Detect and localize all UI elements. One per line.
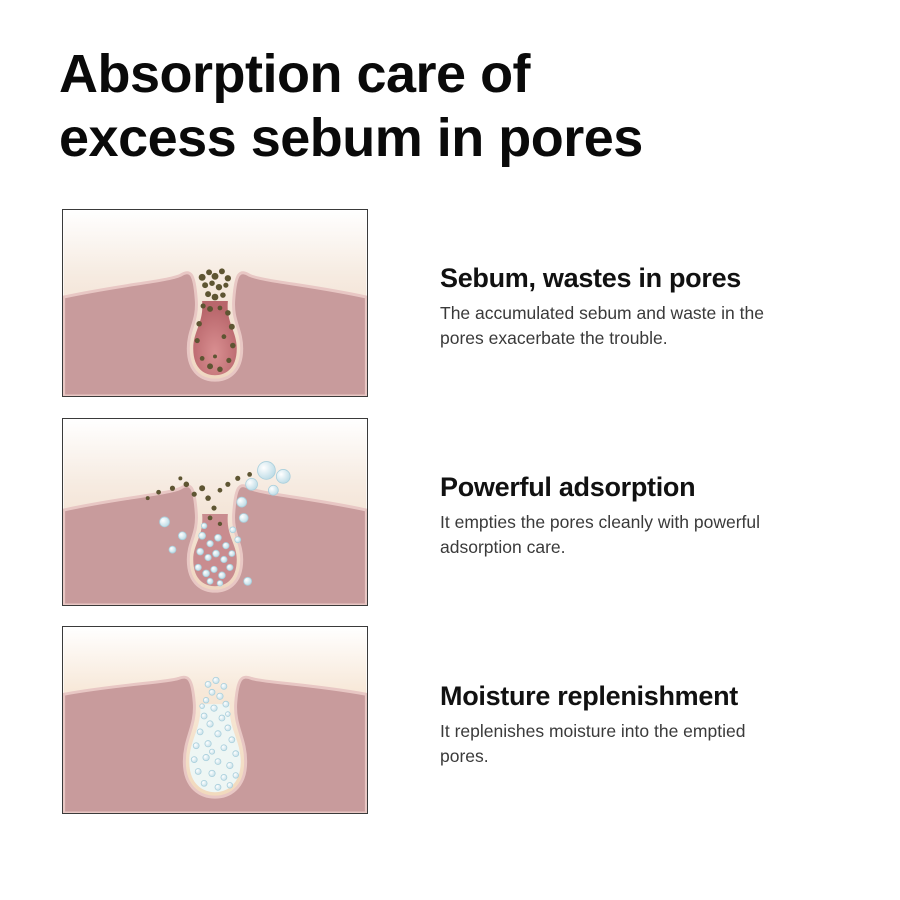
sebum-particles [145, 472, 253, 527]
step-adsorption: Powerful adsorption It empties the pores… [440, 471, 860, 560]
pore-adsorption-illustration [62, 418, 368, 606]
step-heading: Sebum, wastes in pores [440, 263, 741, 293]
moisture-bubbles [190, 676, 240, 791]
step-sebum: Sebum, wastes in pores The accumulated s… [440, 262, 860, 351]
pore-sebum-illustration [62, 209, 368, 397]
step-description: It replenishes moisture into the emptied… [440, 721, 746, 766]
step-description: The accumulated sebum and waste in the p… [440, 303, 764, 348]
bubble-particles [159, 461, 291, 587]
step-moisture: Moisture replenishment It replenishes mo… [440, 680, 860, 769]
pore-moisture-illustration [62, 626, 368, 814]
step-heading: Moisture replenishment [440, 681, 738, 711]
step-heading: Powerful adsorption [440, 472, 696, 502]
sebum-particles [194, 268, 236, 373]
page-title: Absorption care of excess sebum in pores [59, 44, 643, 168]
step-description: It empties the pores cleanly with powerf… [440, 512, 761, 557]
